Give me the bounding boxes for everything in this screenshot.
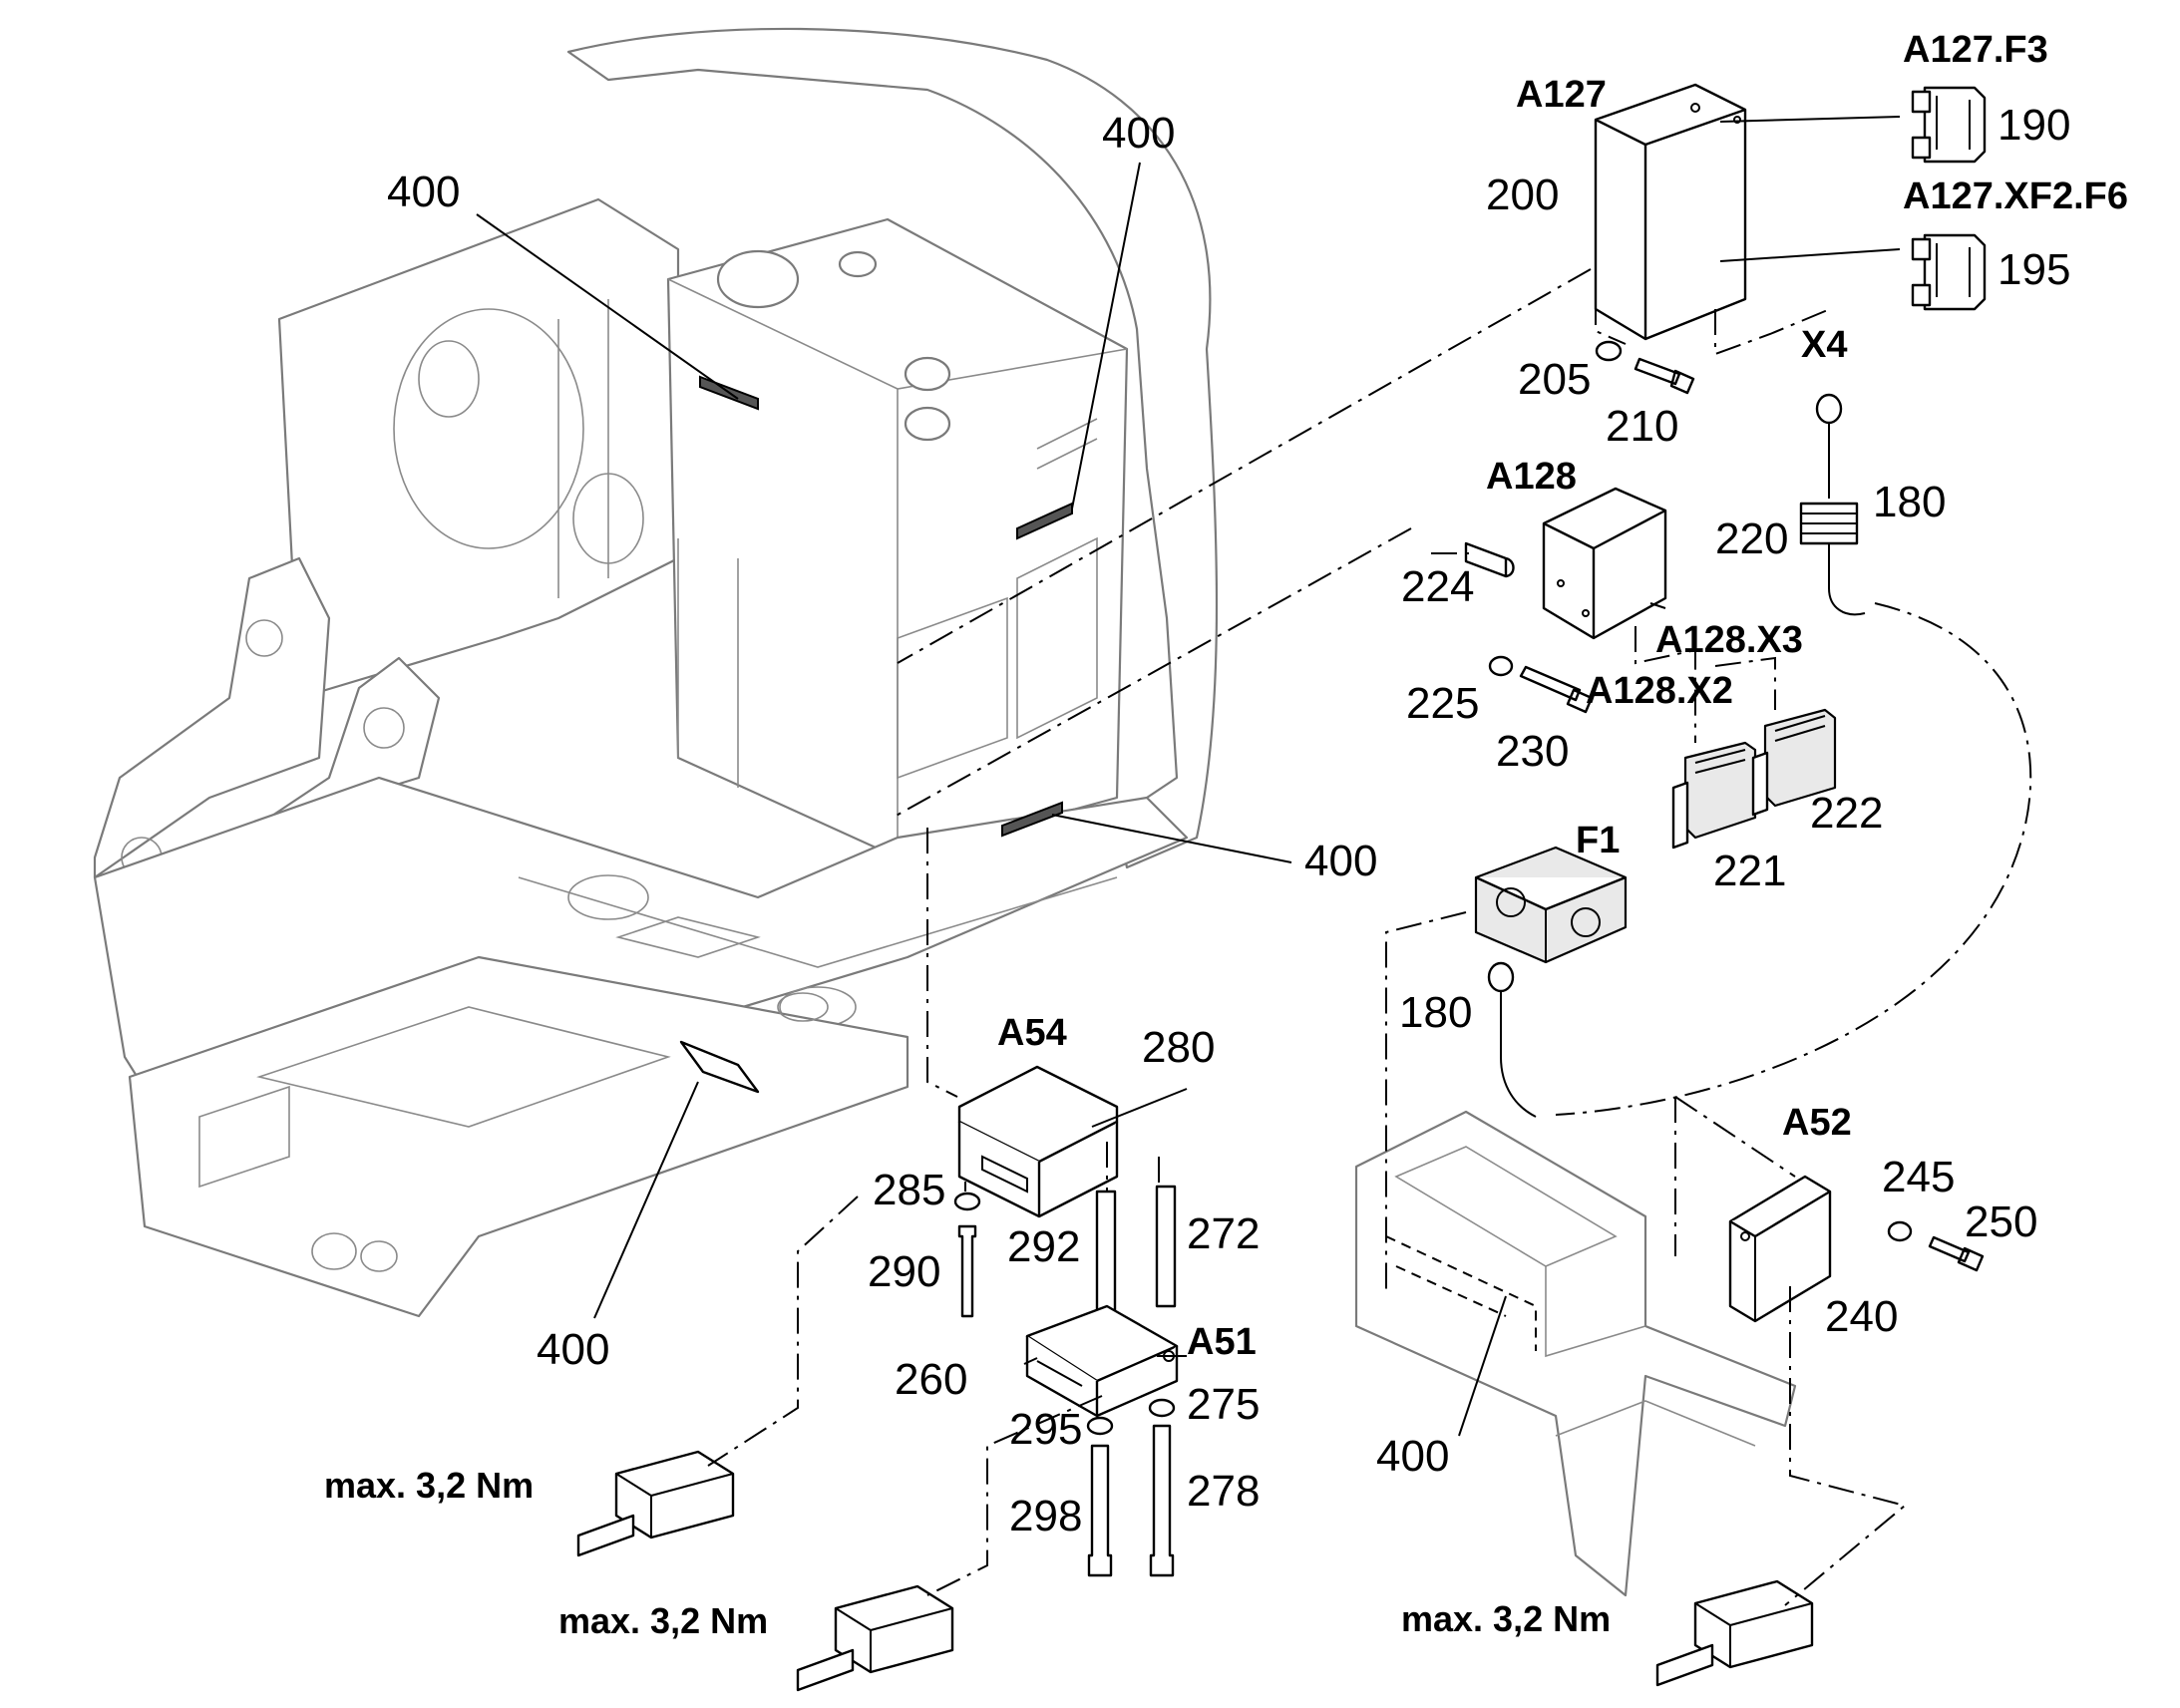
cable-180-x4 <box>1799 393 1866 616</box>
assembly-lines <box>707 268 2032 1606</box>
sleeve-224 <box>1464 541 1515 578</box>
part-number-285: 285 <box>873 1166 945 1214</box>
part-number-400: 400 <box>1376 1432 1449 1481</box>
a51-bracket-260 <box>1025 1304 1179 1418</box>
battery-box <box>1354 1110 1797 1597</box>
part-number-240: 240 <box>1825 1292 1898 1341</box>
part-number-272: 272 <box>1187 1209 1260 1258</box>
part-number-400: 400 <box>537 1325 609 1374</box>
part-number-180: 180 <box>1399 988 1472 1037</box>
tag-part-400 <box>679 1040 760 1094</box>
part-number-260: 260 <box>895 1355 967 1404</box>
spacer-272 <box>1155 1185 1177 1308</box>
part-number-280: 280 <box>1142 1023 1215 1072</box>
part-number-295: 295 <box>1009 1405 1082 1454</box>
washer-245 <box>1887 1220 1913 1242</box>
part-number-210: 210 <box>1606 402 1678 451</box>
torque-label: max. 3,2 Nm <box>1401 1598 1611 1639</box>
part-number-290: 290 <box>868 1247 940 1296</box>
leader-lines <box>476 116 1901 1437</box>
washer-205 <box>1595 340 1623 362</box>
fuse-190 <box>1911 86 1987 164</box>
a127-control-box <box>1594 83 1747 341</box>
part-number-190: 190 <box>1998 101 2070 150</box>
a54-box <box>957 1065 1119 1218</box>
tag-part-400 <box>1001 801 1063 838</box>
machine-frame <box>93 27 1219 1318</box>
torque-wrench-icon <box>796 1584 954 1692</box>
ref-label-a128-x2: A128.X2 <box>1586 670 1733 712</box>
ref-label-a51: A51 <box>1187 1321 1257 1363</box>
screw-278 <box>1149 1424 1175 1577</box>
part-number-400: 400 <box>387 168 460 216</box>
torque-wrench-icon <box>576 1450 735 1557</box>
part-number-298: 298 <box>1009 1492 1082 1540</box>
part-number-278: 278 <box>1187 1467 1260 1516</box>
ref-label-a127: A127 <box>1516 74 1607 116</box>
part-number-180: 180 <box>1873 478 1946 526</box>
ref-label-f1: F1 <box>1576 820 1620 861</box>
washer-285 <box>953 1192 981 1211</box>
part-number-250: 250 <box>1965 1197 2037 1246</box>
part-number-292: 292 <box>1007 1222 1080 1271</box>
screw-250 <box>1928 1235 1985 1272</box>
washer-275 <box>1148 1398 1176 1418</box>
part-number-224: 224 <box>1401 562 1474 611</box>
part-number-245: 245 <box>1882 1153 1955 1201</box>
screw-210 <box>1634 357 1695 395</box>
screw-290 <box>957 1224 977 1318</box>
torque-label: max. 3,2 Nm <box>558 1600 768 1641</box>
ref-label-a127-f3: A127.F3 <box>1903 29 2048 71</box>
part-number-221: 221 <box>1713 847 1786 895</box>
ref-label-a128-x3: A128.X3 <box>1655 619 1803 661</box>
part-number-195: 195 <box>1998 245 2070 294</box>
part-number-225: 225 <box>1406 679 1479 728</box>
a128-box <box>1542 487 1667 640</box>
fuse-holder-f1 <box>1474 846 1628 964</box>
tag-part-400 <box>1016 502 1073 540</box>
ref-label-x4: X4 <box>1801 324 1847 366</box>
connector-221 <box>1671 741 1757 850</box>
part-number-275: 275 <box>1187 1380 1260 1429</box>
part-number-222: 222 <box>1810 789 1883 838</box>
ref-label-a128: A128 <box>1486 456 1577 498</box>
ref-label-a54: A54 <box>997 1012 1067 1054</box>
part-number-400: 400 <box>1102 109 1175 158</box>
part-number-205: 205 <box>1518 355 1591 404</box>
cable-180-lower <box>1487 961 1537 1118</box>
torque-label: max. 3,2 Nm <box>324 1465 534 1506</box>
screw-230 <box>1519 665 1594 714</box>
a52-box <box>1728 1175 1832 1323</box>
ref-label-a52: A52 <box>1782 1102 1852 1144</box>
connector-222 <box>1751 708 1837 817</box>
part-number-400: 400 <box>1304 837 1377 885</box>
fuse-195 <box>1911 233 1987 311</box>
part-number-200: 200 <box>1486 171 1559 219</box>
torque-wrench-icon <box>1655 1579 1814 1687</box>
part-number-220: 220 <box>1715 514 1788 563</box>
spacer-292 <box>1095 1190 1117 1318</box>
washer-225 <box>1488 655 1514 677</box>
part-number-230: 230 <box>1496 727 1569 776</box>
ref-label-a127-xf2-f6: A127.XF2.F6 <box>1903 175 2128 217</box>
screw-298 <box>1087 1444 1113 1577</box>
washer-295 <box>1086 1416 1114 1436</box>
